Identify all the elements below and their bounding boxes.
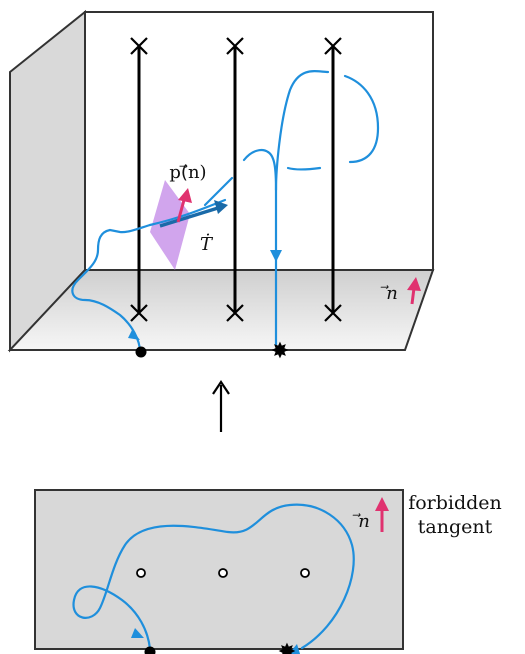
star-burst-icon: ✸	[278, 640, 296, 654]
curve-segment-start	[71, 223, 152, 354]
tangent-plane	[150, 180, 190, 270]
curve-segment-loop-back	[286, 166, 322, 171]
bottom-projection-box	[34, 489, 404, 650]
back-wall	[84, 11, 434, 271]
curve-2d	[72, 503, 355, 651]
tangent-vector	[159, 200, 228, 228]
curve-arrowhead-descend	[270, 250, 282, 262]
strands	[137, 46, 335, 313]
up-arrow-icon	[407, 277, 421, 305]
star-burst-icon: ✸	[271, 339, 289, 364]
open-circle-icon	[136, 568, 146, 578]
punctures	[136, 568, 310, 578]
projection-label: p(⃗n)	[169, 162, 206, 183]
filled-dot-icon	[135, 346, 147, 358]
curve-arrowhead-start	[128, 330, 140, 340]
curve-segment-loop-right	[343, 74, 380, 164]
projection-normal-arrow	[176, 188, 192, 223]
x-mark-icon	[324, 304, 342, 322]
x-mark-icons	[130, 37, 342, 322]
curve-2d-arrowhead-end	[288, 644, 301, 654]
tangent-label: Ṫ	[200, 232, 214, 255]
forbidden-label-line1: forbidden	[408, 492, 502, 514]
open-circle-icon	[218, 568, 228, 578]
x-mark-icon	[226, 304, 244, 322]
x-mark-icon	[226, 37, 244, 55]
curve-2d-arrowhead-start	[131, 628, 144, 638]
filled-dot-icon	[144, 646, 156, 654]
forbidden-label-line2: tangent	[418, 516, 493, 538]
open-circle-icon	[300, 568, 310, 578]
x-mark-icon	[130, 304, 148, 322]
x-mark-icon	[130, 37, 148, 55]
curve-segment-crossing	[203, 176, 234, 207]
curve-segment-loop	[274, 70, 330, 192]
up-arrow-icon	[212, 380, 230, 432]
floor	[7, 269, 435, 351]
curve-segment-upper	[242, 149, 270, 162]
up-arrow-icon	[375, 497, 389, 532]
curve-3d	[71, 70, 380, 354]
x-mark-icon	[324, 37, 342, 55]
top-3d-box	[7, 9, 435, 353]
